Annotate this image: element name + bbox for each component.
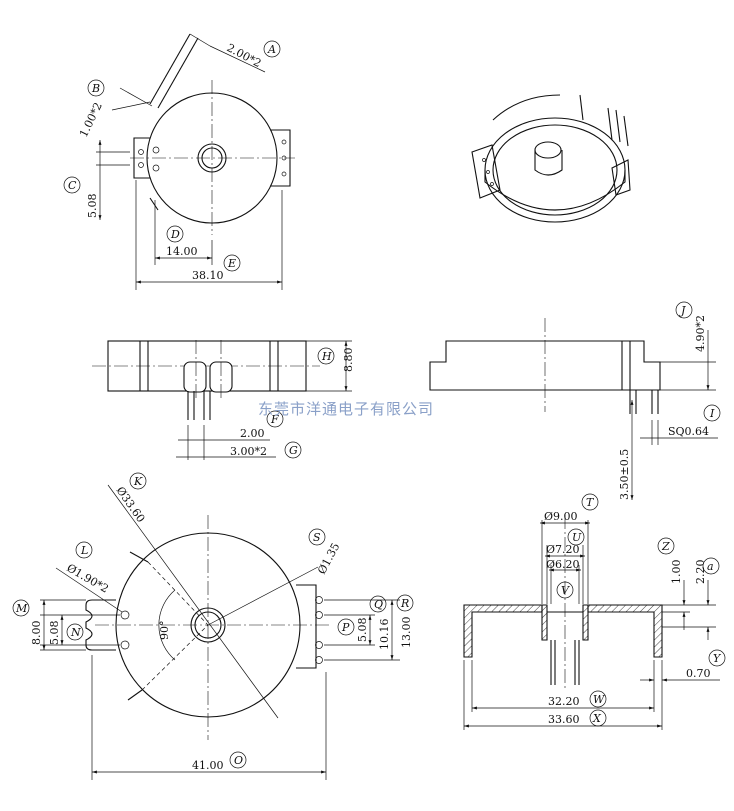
label-I: I [709, 407, 715, 420]
dim-N: 5.08 [48, 621, 61, 646]
view-isometric [471, 94, 631, 223]
label-V: V [561, 584, 570, 597]
view-top-small: 2.00*2 1.00*2 5.08 14.00 38.10 A B C D E [63, 33, 295, 290]
view-side-right: 4.90*2 3.50±0.5 SQ0.64 J I [429, 301, 721, 500]
dim-D: 14.00 [166, 245, 198, 258]
label-T: T [586, 496, 595, 509]
label-R: R [400, 597, 409, 610]
dim-S: Ø1.35 [315, 541, 342, 577]
dim-Z: 1.00 [670, 560, 683, 585]
dim-T: Ø9.00 [544, 510, 578, 523]
label-E: E [227, 257, 236, 270]
label-H: H [321, 350, 332, 363]
company-watermark: 东莞市洋通电子有限公司 [258, 400, 434, 418]
label-W: W [593, 693, 606, 706]
dim-E: 38.10 [192, 269, 224, 282]
label-P: P [341, 621, 350, 634]
dim-angle: 90° [158, 621, 171, 641]
label-G: G [289, 444, 298, 457]
dim-U: Ø7.20 [546, 543, 580, 556]
label-A: A [267, 43, 276, 56]
view-cross-section: Ø9.00 Ø7.20 Ø6.20 1.00 2.20 0.70 32.20 3… [463, 493, 726, 730]
dim-F: 2.00 [240, 427, 265, 440]
dim-Y: 0.70 [686, 667, 711, 680]
label-Q: Q [374, 598, 383, 611]
view-plan-large: Ø33.60 Ø1.90*2 Ø1.35 8.00 5.08 10.16 5.0… [12, 472, 414, 780]
label-N: N [70, 626, 81, 639]
label-M: M [15, 602, 28, 615]
dim-X: 33.60 [548, 713, 580, 726]
dim-B: 1.00*2 [77, 100, 105, 139]
label-C: C [68, 179, 77, 192]
dim-H: 8.80 [342, 348, 355, 373]
dim-Q: 10.16 [378, 619, 391, 651]
label-O: O [234, 754, 243, 767]
label-D: D [170, 228, 180, 241]
dim-O: 41.00 [192, 759, 224, 772]
dim-K: Ø33.60 [114, 484, 148, 525]
label-F: F [270, 413, 279, 426]
dim-I: SQ0.64 [668, 425, 709, 438]
dim-P: 5.08 [356, 618, 369, 643]
dim-R: 13.00 [400, 617, 413, 649]
dim-J: 4.90*2 [694, 315, 707, 352]
dim-A: 2.00*2 [225, 41, 264, 70]
label-a: a [707, 560, 714, 573]
dim-pin-length: 3.50±0.5 [618, 449, 631, 500]
label-K: K [133, 475, 143, 488]
dim-G: 3.00*2 [230, 445, 267, 458]
dim-V: Ø6.20 [546, 558, 580, 571]
label-S: S [313, 531, 321, 544]
view-side-left: 8.80 2.00 3.00*2 H F G [92, 340, 355, 460]
label-X: X [592, 712, 602, 725]
dim-W: 32.20 [548, 695, 580, 708]
dim-a: 2.20 [694, 560, 707, 585]
dim-C: 5.08 [86, 194, 99, 219]
label-U: U [572, 531, 582, 544]
label-Y: Y [713, 652, 722, 665]
label-B: B [91, 82, 100, 95]
label-L: L [80, 544, 88, 557]
dim-M: 8.00 [30, 621, 43, 646]
label-Z: Z [661, 540, 670, 553]
label-J: J [679, 304, 686, 317]
